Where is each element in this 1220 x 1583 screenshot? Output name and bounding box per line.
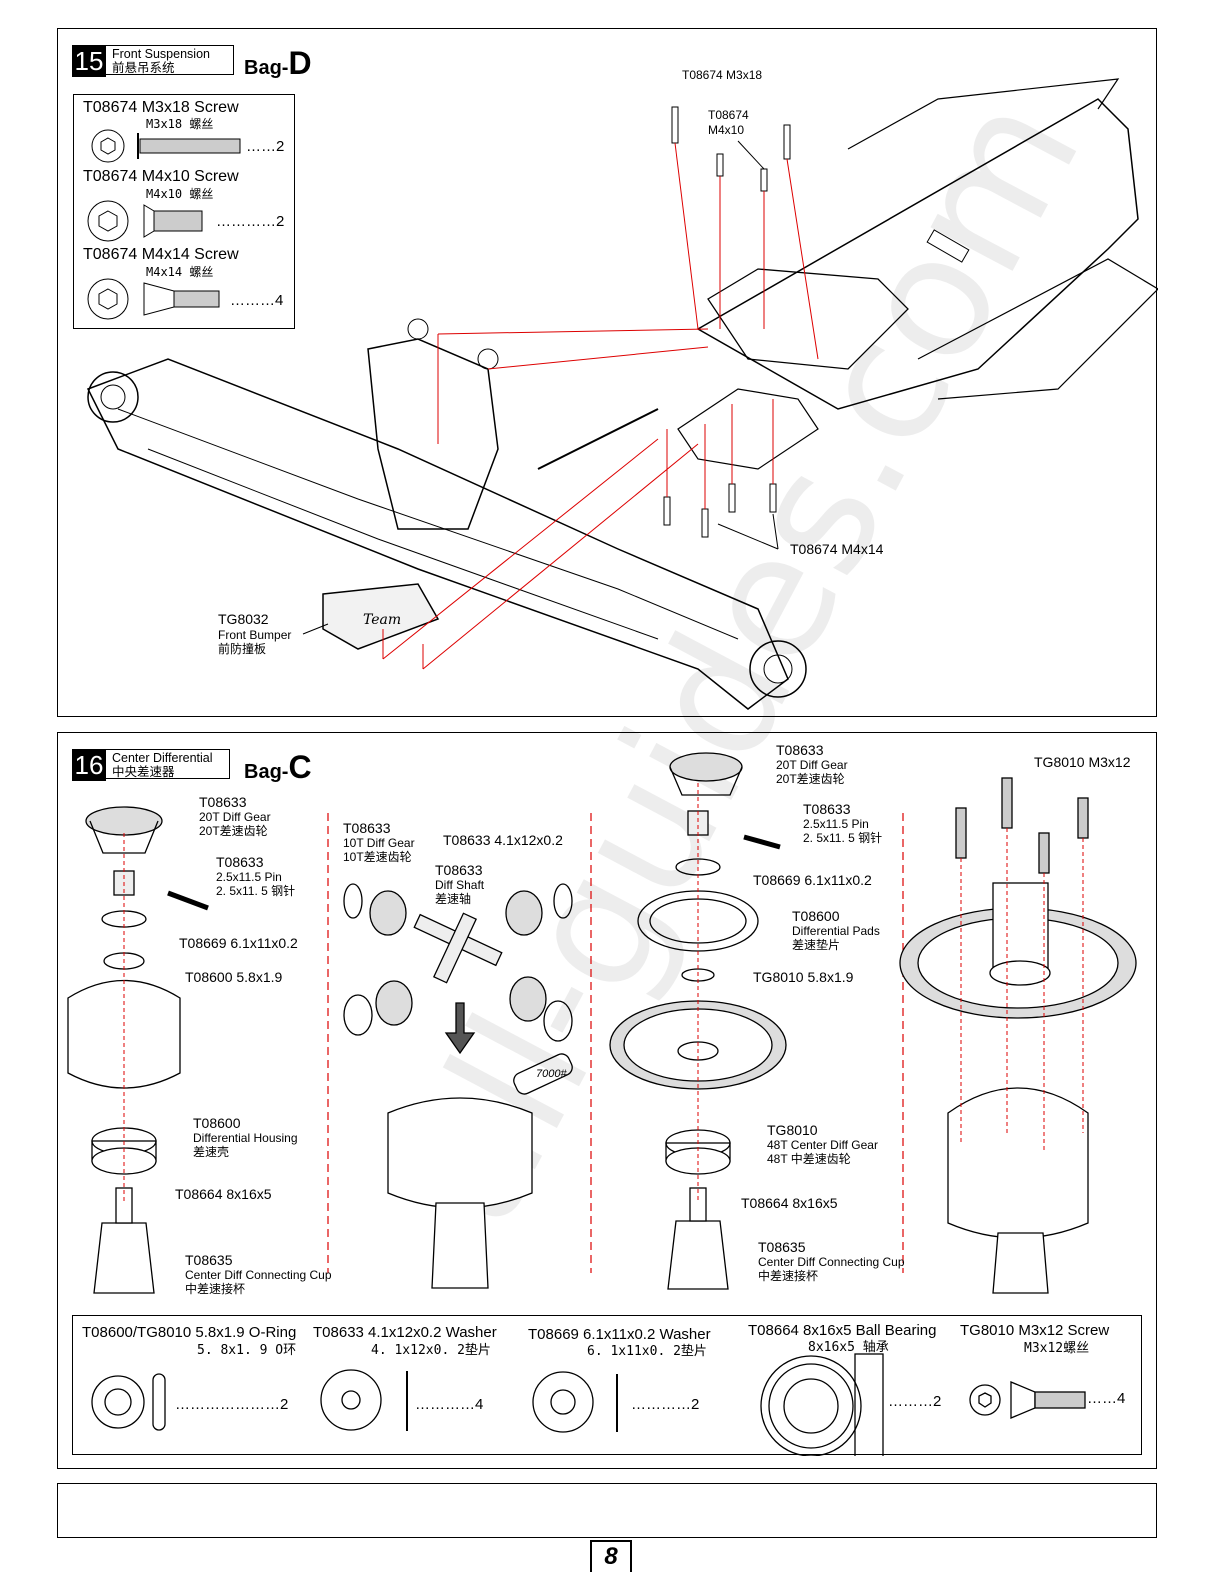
- label-gear-code: T08633: [199, 794, 247, 810]
- label-screw: TG8010 M3x12: [1034, 754, 1131, 770]
- footer-panel: [57, 1483, 1157, 1538]
- front-suspension-illustration: Team: [86, 78, 1158, 710]
- step-title-en: Center Differential: [112, 751, 213, 765]
- label-housing-cn: 差速壳: [193, 1145, 230, 1159]
- part-label-cn: 8x16x5 轴承: [808, 1340, 889, 1355]
- bag-letter: D: [288, 45, 312, 81]
- bag-prefix: Bag-: [244, 761, 289, 783]
- label-cup-en: Center Diff Connecting Cup: [758, 1255, 905, 1269]
- bag-letter: C: [288, 749, 312, 785]
- label-washer: T08633 4.1x12x0.2: [443, 832, 563, 848]
- part-label: T08600/TG8010 5.8x1.9 O-Ring: [82, 1324, 297, 1341]
- label-gear-cn: 10T差速齿轮: [343, 850, 412, 864]
- step-16-panel: 7000#: [57, 732, 1157, 1469]
- label-gear-code: T08633: [776, 742, 824, 758]
- parts-bar: T08600/TG8010 5.8x1.9 O-Ring 5. 8x1. 9 O…: [72, 1315, 1142, 1456]
- callout-m4x14: T08674 M4x14: [790, 541, 884, 557]
- label-pin-code: T08633: [803, 801, 851, 817]
- label-bearing: T08664 8x16x5: [741, 1195, 838, 1211]
- label-shaft-en: Diff Shaft: [435, 878, 485, 892]
- label-pads-en: Differential Pads: [792, 924, 880, 938]
- bag-label: Bag-C: [244, 749, 312, 786]
- parts-box: T08674 M3x18 Screw M3x18 螺丝 ……2 T08674 M…: [73, 94, 295, 329]
- part-label-cn: M3x12螺丝: [1024, 1341, 1090, 1356]
- part-label: T08664 8x16x5 Ball Bearing: [748, 1322, 937, 1339]
- step-title-en: Front Suspension: [112, 47, 210, 61]
- label-bearing: T08664 8x16x5: [175, 1186, 272, 1202]
- label-gear-en: 20T Diff Gear: [776, 758, 848, 772]
- callout-bumper-en: Front Bumper: [218, 628, 292, 642]
- part-qty: ……2: [246, 138, 285, 155]
- label-cup-cn: 中差速接杯: [758, 1269, 819, 1283]
- label-housing-en: Differential Housing: [193, 1131, 298, 1145]
- label-spur-cn: 48T 中差速齿轮: [767, 1152, 851, 1166]
- step-title: Center Differential 中央差速器: [106, 749, 230, 779]
- bag-prefix: Bag-: [244, 57, 289, 79]
- part-label-cn: M4x14 螺丝: [146, 265, 214, 279]
- label-shaft-cn: 差速轴: [435, 892, 472, 906]
- label-pin-en: 2.5x11.5 Pin: [803, 817, 869, 831]
- part-label-cn: M4x10 螺丝: [146, 187, 214, 201]
- part-qty: ………4: [230, 292, 284, 309]
- label-pads-code: T08600: [792, 908, 840, 924]
- part-label: T08669 6.1x11x0.2 Washer: [528, 1326, 711, 1343]
- label-pin-code: T08633: [216, 854, 264, 870]
- label-spur-en: 48T Center Diff Gear: [767, 1138, 878, 1152]
- page-number: 8: [590, 1540, 632, 1572]
- part-qty: …………4: [415, 1396, 484, 1413]
- label-gear-cn: 20T差速齿轮: [199, 824, 268, 838]
- part-label: TG8010 M3x12 Screw: [960, 1322, 1110, 1339]
- label-cup-cn: 中差速接杯: [185, 1282, 246, 1296]
- svg-text:Team: Team: [363, 612, 401, 628]
- callout-m4x10-code: T08674: [708, 108, 749, 122]
- label-gear-en: 20T Diff Gear: [199, 810, 271, 824]
- part-qty: …………2: [216, 213, 285, 230]
- label-oring: TG8010 5.8x1.9: [753, 969, 854, 985]
- label-cup-code: T08635: [185, 1252, 233, 1268]
- oil-bottle-label: 7000#: [536, 1068, 567, 1080]
- label-washer: T08669 6.1x11x0.2: [753, 872, 872, 888]
- center-differential-illustration: 7000#: [67, 752, 1137, 1294]
- part-label-cn: 5. 8x1. 9 O环: [197, 1343, 297, 1358]
- label-pin-cn: 2. 5x11. 5 钢针: [216, 884, 296, 898]
- bag-label: Bag-D: [244, 45, 312, 82]
- part-label: T08674 M4x10 Screw: [83, 168, 239, 185]
- step-15-panel: Team: [57, 28, 1158, 717]
- step-title-cn: 前悬吊系统: [112, 61, 175, 75]
- label-housing-code: T08600: [193, 1115, 241, 1131]
- part-label-cn: 4. 1x12x0. 2垫片: [371, 1343, 491, 1358]
- step-title-cn: 中央差速器: [112, 765, 175, 779]
- label-cup-en: Center Diff Connecting Cup: [185, 1268, 332, 1282]
- part-label: T08674 M4x14 Screw: [83, 246, 239, 263]
- step-title: Front Suspension 前悬吊系统: [106, 45, 234, 75]
- callout-bumper-cn: 前防撞板: [218, 642, 267, 656]
- part-qty: ……4: [1087, 1390, 1126, 1407]
- label-gear-en: 10T Diff Gear: [343, 836, 415, 850]
- part-label-cn: M3x18 螺丝: [146, 117, 214, 131]
- part-qty: …………2: [631, 1396, 700, 1413]
- label-shaft-code: T08633: [435, 862, 483, 878]
- label-oring: T08600 5.8x1.9: [185, 969, 283, 985]
- part-label: T08633 4.1x12x0.2 Washer: [313, 1324, 497, 1341]
- callout-bumper-code: TG8032: [218, 611, 269, 627]
- part-label-cn: 6. 1x11x0. 2垫片: [587, 1344, 707, 1359]
- part-label: T08674 M3x18 Screw: [83, 99, 239, 116]
- label-gear-code: T08633: [343, 820, 391, 836]
- label-spur-code: TG8010: [767, 1122, 818, 1138]
- step-number: 16: [72, 749, 106, 781]
- callout-m4x10-size: M4x10: [708, 123, 745, 137]
- label-gear-cn: 20T差速齿轮: [776, 772, 845, 786]
- label-pin-en: 2.5x11.5 Pin: [216, 870, 282, 884]
- label-washer: T08669 6.1x11x0.2: [179, 935, 298, 951]
- parts-bar-illustrations: [91, 1353, 1086, 1456]
- label-pin-cn: 2. 5x11. 5 钢针: [803, 831, 883, 845]
- label-cup-code: T08635: [758, 1239, 806, 1255]
- parts-box-illustrations: [87, 129, 241, 320]
- callout-m3x18: T08674 M3x18: [682, 68, 763, 82]
- part-qty: ………2: [888, 1393, 942, 1410]
- part-qty: …………………2: [175, 1396, 289, 1413]
- label-pads-cn: 差速垫片: [792, 938, 841, 952]
- step-number: 15: [72, 45, 106, 77]
